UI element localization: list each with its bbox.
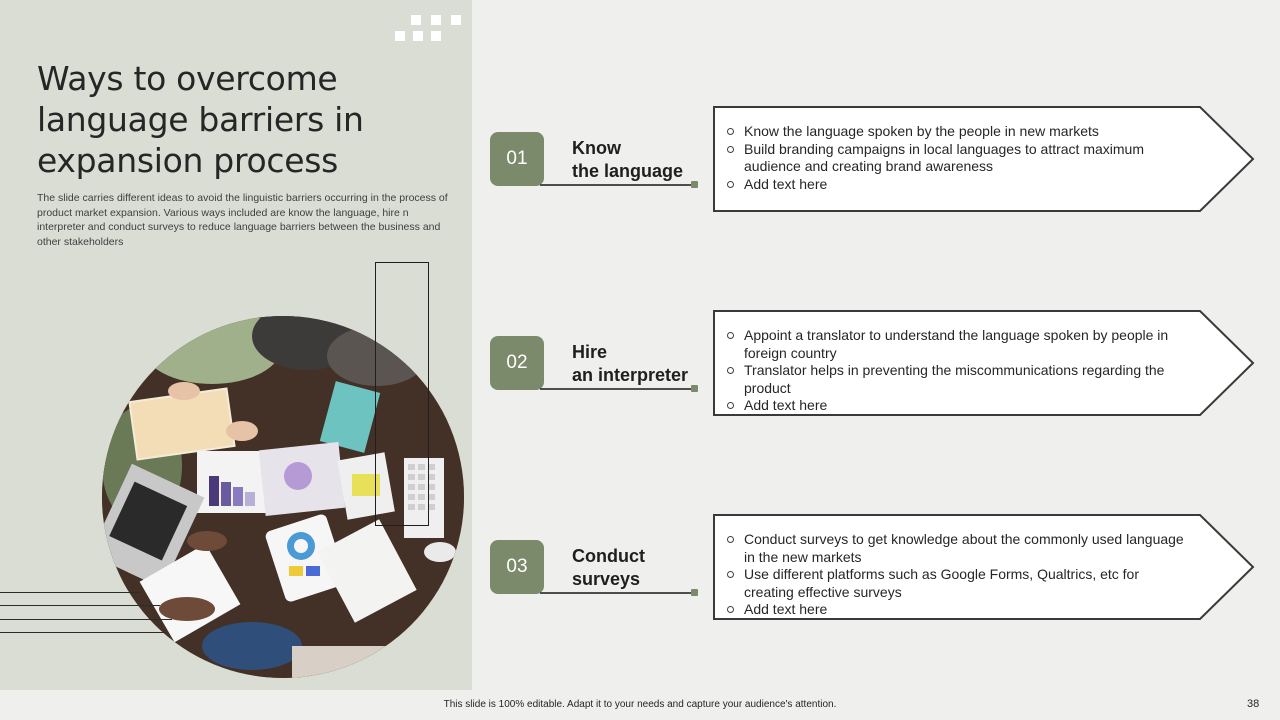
- row-title: Know the language: [572, 137, 707, 183]
- bullet-list: Know the language spoken by the people i…: [727, 123, 1187, 193]
- row-number-badge: 01: [490, 132, 544, 186]
- arrow-box-shape: [713, 514, 1255, 620]
- bullet-item: Add text here: [727, 397, 1187, 415]
- row-title-line1: Hire: [572, 342, 608, 362]
- row-title-line2: the language: [572, 161, 684, 181]
- arrow-box-shape: [713, 310, 1255, 416]
- row-title-line2: an interpreter: [572, 365, 689, 385]
- row-number-badge: 02: [490, 336, 544, 390]
- team-meeting-photo: [102, 316, 464, 678]
- bullet-item: Conduct surveys to get knowledge about t…: [727, 531, 1187, 566]
- slide-title: Ways to overcome language barriers in ex…: [37, 59, 364, 180]
- row-connector-line: [540, 184, 694, 186]
- bullet-item: Add text here: [727, 176, 1187, 194]
- row-title-line1: Conduct: [572, 546, 645, 566]
- row-number-badge: 03: [490, 540, 544, 594]
- arrow-box-shape: [713, 106, 1255, 212]
- row-connector-line: [540, 592, 694, 594]
- bullet-item: Know the language spoken by the people i…: [727, 123, 1187, 141]
- bullet-item: Translator helps in preventing the misco…: [727, 362, 1187, 397]
- row-connector-dot: [691, 385, 698, 392]
- row-content-box: Know the language spoken by the people i…: [713, 106, 1255, 212]
- decorative-dots-icon: [395, 15, 465, 43]
- meeting-illustration-icon: [102, 316, 464, 678]
- bullet-item: Use different platforms such as Google F…: [727, 566, 1187, 601]
- bullet-item: Appoint a translator to understand the l…: [727, 327, 1187, 362]
- row-connector-dot: [691, 181, 698, 188]
- row-content-box: Conduct surveys to get knowledge about t…: [713, 514, 1255, 620]
- row-content-box: Appoint a translator to understand the l…: [713, 310, 1255, 416]
- bullet-list: Conduct surveys to get knowledge about t…: [727, 531, 1187, 619]
- row-title: Conduct surveys: [572, 545, 707, 591]
- decorative-lines: [0, 592, 180, 637]
- bullet-item: Build branding campaigns in local langua…: [727, 141, 1187, 176]
- row-title-line2: surveys: [572, 569, 641, 589]
- row-title-line1: Know: [572, 138, 621, 158]
- row-connector-dot: [691, 589, 698, 596]
- decorative-frame: [375, 262, 429, 526]
- slide-subtitle: The slide carries different ideas to avo…: [37, 192, 448, 248]
- row-title: Hire an interpreter: [572, 341, 707, 387]
- footer-note: This slide is 100% editable. Adapt it to…: [443, 699, 837, 710]
- bullet-list: Appoint a translator to understand the l…: [727, 327, 1187, 415]
- page-number: 38: [1247, 698, 1260, 710]
- bullet-item: Add text here: [727, 601, 1187, 619]
- row-connector-line: [540, 388, 694, 390]
